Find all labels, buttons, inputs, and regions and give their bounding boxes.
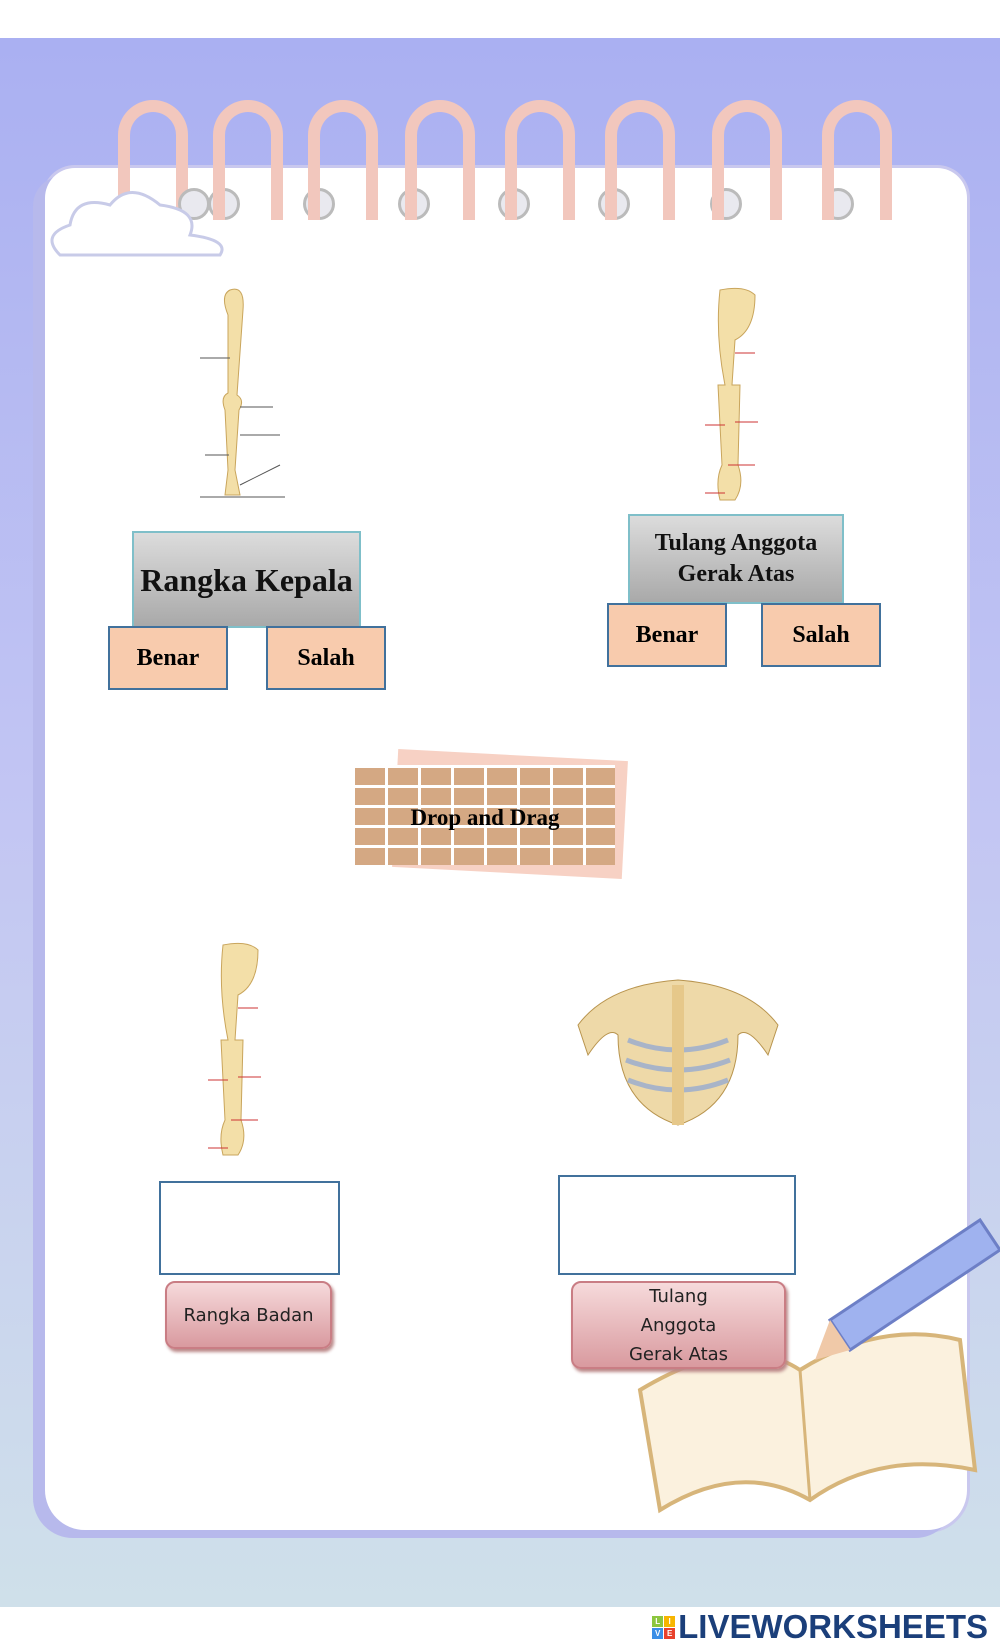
ribcage-image	[577, 979, 779, 1126]
drop-zone[interactable]	[558, 1175, 796, 1275]
arm-bone-image	[208, 942, 261, 1156]
salah-button[interactable]: Salah	[266, 626, 386, 690]
drop-zone[interactable]	[159, 1181, 340, 1275]
cloud-icon	[50, 191, 224, 257]
section-banner: Drop and Drag	[355, 749, 645, 879]
question-title: Tulang Anggota Gerak Atas	[628, 514, 844, 604]
leg-bone-image	[200, 288, 285, 498]
draggable-item-tulang-anggota-gerak-atas[interactable]: Tulang Anggota Gerak Atas	[571, 1281, 786, 1369]
logo-text: LIVEWORKSHEETS	[678, 1608, 988, 1645]
benar-button[interactable]: Benar	[607, 603, 727, 667]
arm-bone-image	[705, 287, 758, 501]
section-title: Drop and Drag	[410, 805, 560, 830]
draggable-item-rangka-badan[interactable]: Rangka Badan	[165, 1281, 332, 1349]
benar-button[interactable]: Benar	[108, 626, 228, 690]
book-pencil-illustration	[637, 1217, 1000, 1514]
question-title: Rangka Kepala	[132, 531, 361, 628]
salah-button[interactable]: Salah	[761, 603, 881, 667]
